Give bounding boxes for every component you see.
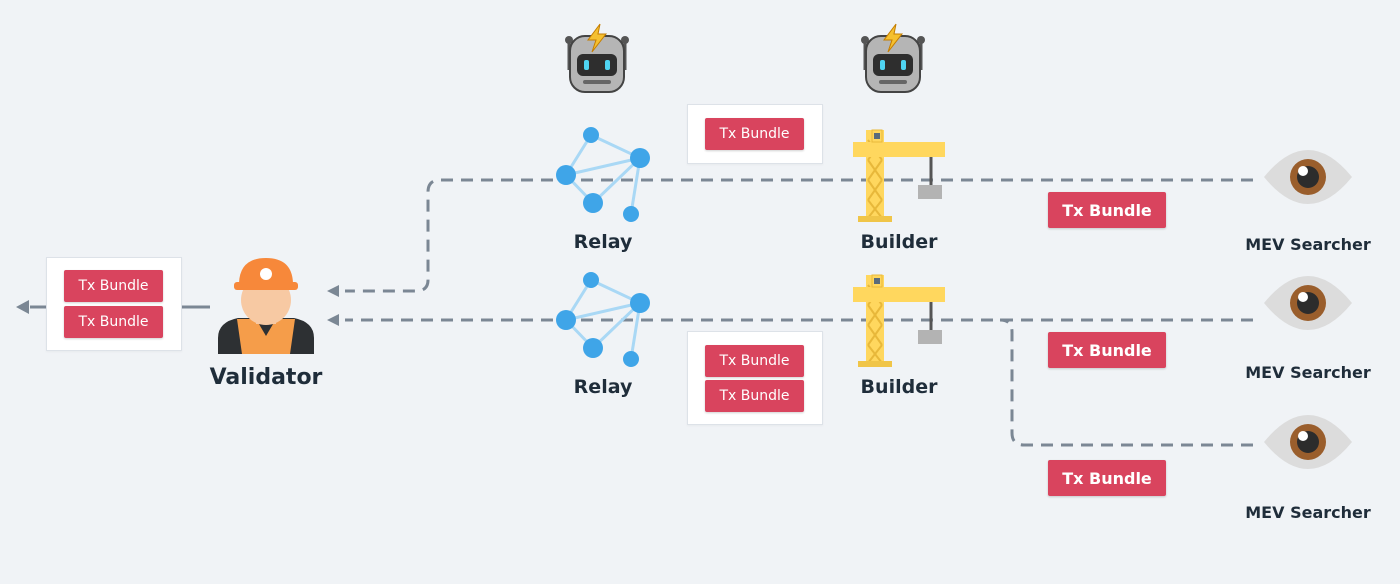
searcher-bundle-tag: Tx Bundle [1048, 460, 1166, 496]
relay-network-icon [556, 272, 650, 367]
relay-bundle-card: Tx Bundle Tx Bundle [687, 331, 823, 425]
arrowheads [327, 285, 339, 326]
robot-icon [565, 23, 629, 93]
crane-icon [853, 129, 945, 222]
eye-icon [1264, 276, 1352, 330]
tx-bundle-tag: Tx Bundle [64, 306, 163, 338]
builder-label: Builder [860, 231, 938, 253]
eye-icon [1264, 415, 1352, 469]
validator-bundle-card: Tx Bundle Tx Bundle [46, 257, 182, 351]
tx-bundle-tag: Tx Bundle [705, 345, 804, 377]
flow-line-bottom [999, 318, 1253, 447]
flow-lines [345, 178, 1253, 447]
validator-worker-icon [218, 258, 314, 354]
builder-label: Builder [860, 376, 938, 398]
tx-bundle-tag: Tx Bundle [64, 270, 163, 302]
validator-label: Validator [209, 365, 323, 390]
robot-icon [861, 23, 925, 93]
searcher-bundle-tag: Tx Bundle [1048, 192, 1166, 228]
searcher-label: MEV Searcher [1245, 235, 1371, 254]
searcher-bundle-tag: Tx Bundle [1048, 332, 1166, 368]
eye-icon [1264, 150, 1352, 204]
tx-bundle-tag: Tx Bundle [705, 118, 804, 150]
relay-network-icon [556, 127, 650, 222]
searcher-label: MEV Searcher [1245, 503, 1371, 522]
arrowhead-top [327, 285, 339, 297]
relay-label: Relay [573, 376, 633, 398]
arrowhead-middle [327, 314, 339, 326]
tx-bundle-tag: Tx Bundle [705, 380, 804, 412]
searcher-label: MEV Searcher [1245, 363, 1371, 382]
crane-icon [853, 274, 945, 367]
relay-bundle-card: Tx Bundle [687, 104, 823, 164]
relay-label: Relay [573, 231, 633, 253]
